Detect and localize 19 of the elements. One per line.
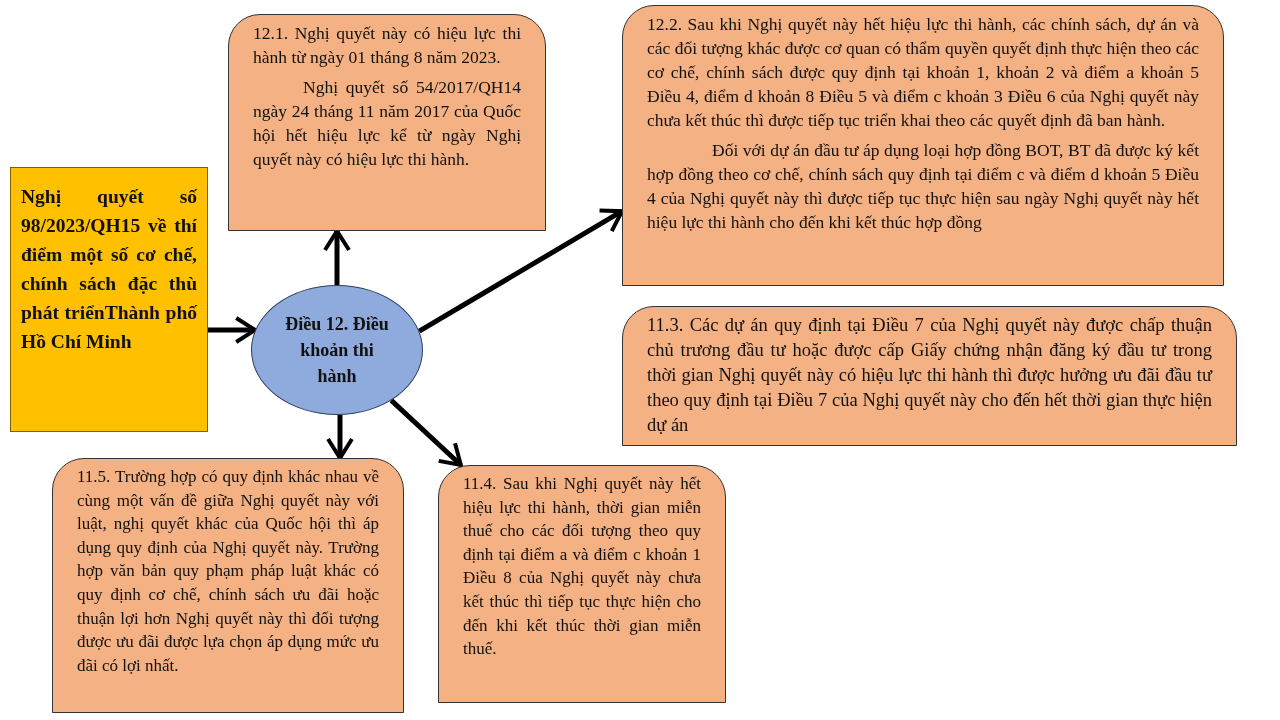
note-box	[228, 14, 546, 231]
note-box	[622, 5, 1224, 286]
paragraph-text: Nghị quyết số 98/2023/QH15 về thí điểm một số cơ chế, chính sách đặc thù phát triểnThành phố Hồ Chí Minh	[21, 185, 197, 354]
arrow	[323, 229, 351, 285]
arrow	[418, 208, 624, 334]
note-box	[438, 465, 726, 703]
paragraph-text: 11.5. Trường hợp có quy định khác nhau về cùng một vấn đề giữa Nghị quyết này với luật, nghị quyết khác của Quốc hội thì áp dụng quy định của Nghị quyết này. Trường hợp văn bản quy phạm pháp luật khác có quy định cơ chế, chính sách ưu đãi hoặc thuận lợi hơn Nghị quyết này thì đối tượng được ưu đãi được lựa chọn áp dụng mức ưu đãi có lợi nhất.	[77, 466, 379, 677]
paragraph-text: 11.3. Các dự án quy định tại Điều 7 của Nghị quyết này được chấp thuận chủ trương đầu tư hoặc được cấp Giấy chứng nhận đăng ký đầu tư trong thời gian Nghị quyết này có hiệu lực thi hành thì được hưởng ưu đãi đầu tư theo quy định tại Điều 7 của Nghị quyết này cho đến hết thời gian thực hiện dự án	[647, 314, 1212, 437]
paragraph-text: 11.4. Sau khi Nghị quyết này hết hiệu lực thi hành, thời gian miễn thuế cho các đối tượng theo quy định tại điểm a và điểm c khoản 1 Điều 8 của Nghị quyết này chưa kết thúc thì tiếp tục thực hiện cho đến khi kết thúc thời gian miễn thuế.	[463, 473, 701, 661]
arrow	[326, 415, 354, 460]
arrow	[389, 398, 463, 467]
paragraph-text: Nghị quyết số 54/2017/QH14 ngày 24 tháng 11 năm 2017 của Quốc hội hết hiệu lực kể từ ngày Nghị quyết này có hiệu lực thi hành.	[253, 76, 521, 171]
note-box	[52, 458, 404, 713]
node-label: Điều 12. Điều khoản thi hành	[284, 313, 390, 388]
paragraph-text: 12.2. Sau khi Nghị quyết này hết hiệu lực thi hành, các chính sách, dự án và các đối tượng khác được cơ quan có thẩm quyền quyết định thực hiện theo các cơ chế, chính sách được quy định tại khoản 1, khoản 2 và điểm a khoản 5 Điều 4, điểm d khoản 8 Điều 5 và điểm c khoản 3 Điều 6 của Nghị quyết này chưa kết thúc thì được tiếp tục triển khai theo các quyết định đã ban hành.	[647, 13, 1199, 132]
paragraph-text: 12.1. Nghị quyết này có hiệu lực thi hành từ ngày 01 tháng 8 năm 2023.	[253, 22, 521, 69]
title-box	[10, 167, 208, 432]
note-box	[622, 306, 1237, 446]
paragraph-text: Đối với dự án đầu tư áp dụng loại hợp đồng BOT, BT đã được ký kết hợp đồng theo cơ chế, chính sách quy định tại điểm c và điểm d khoản 5 Điều 4 của Nghị quyết này thì được tiếp tục thực hiện sau ngày Nghị quyết này hết hiệu lực thi hành cho đến khi kết thúc hợp đồng	[647, 139, 1199, 234]
